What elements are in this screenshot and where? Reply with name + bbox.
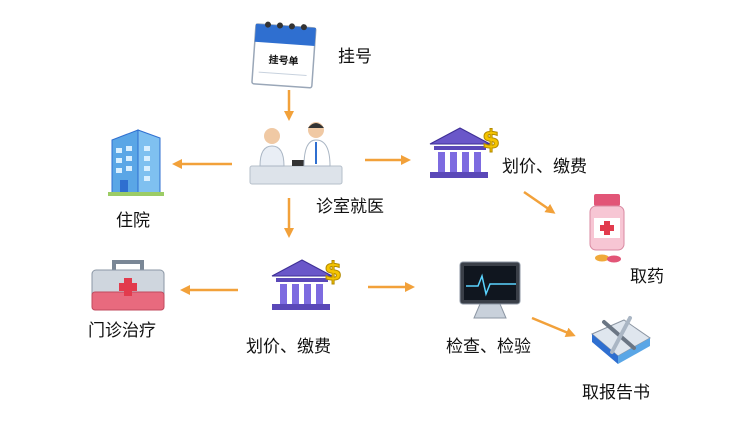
billing-bank-icon-2: $	[271, 257, 343, 310]
label-outpatient-treatment: 门诊治疗	[88, 321, 156, 341]
doctor-consultation-icon	[249, 122, 343, 185]
monitor-icon	[459, 261, 521, 319]
label-hospitalization: 住院	[116, 211, 150, 231]
arrow-billing-top-to-pharmacy	[523, 190, 556, 214]
hospital-building-icon	[108, 129, 164, 196]
label-billing-mid: 划价、缴费	[246, 337, 331, 357]
label-examination: 检查、检验	[446, 337, 531, 357]
label-registration: 挂号	[338, 47, 372, 67]
label-billing-top: 划价、缴费	[502, 157, 587, 177]
registration-form-icon: 挂号单	[251, 21, 317, 89]
report-icon	[591, 316, 651, 364]
medical-kit-icon	[91, 260, 165, 311]
label-pharmacy: 取药	[630, 267, 664, 287]
medicine-bottle-icon	[589, 194, 625, 263]
svg-text:$: $	[324, 257, 342, 287]
registration-form-text: 挂号单	[268, 53, 299, 68]
label-report: 取报告书	[582, 383, 650, 403]
label-consultation: 诊室就医	[316, 197, 384, 217]
arrow-examination-to-report	[531, 316, 576, 337]
billing-bank-icon: $	[429, 125, 501, 178]
svg-text:$: $	[482, 125, 500, 155]
